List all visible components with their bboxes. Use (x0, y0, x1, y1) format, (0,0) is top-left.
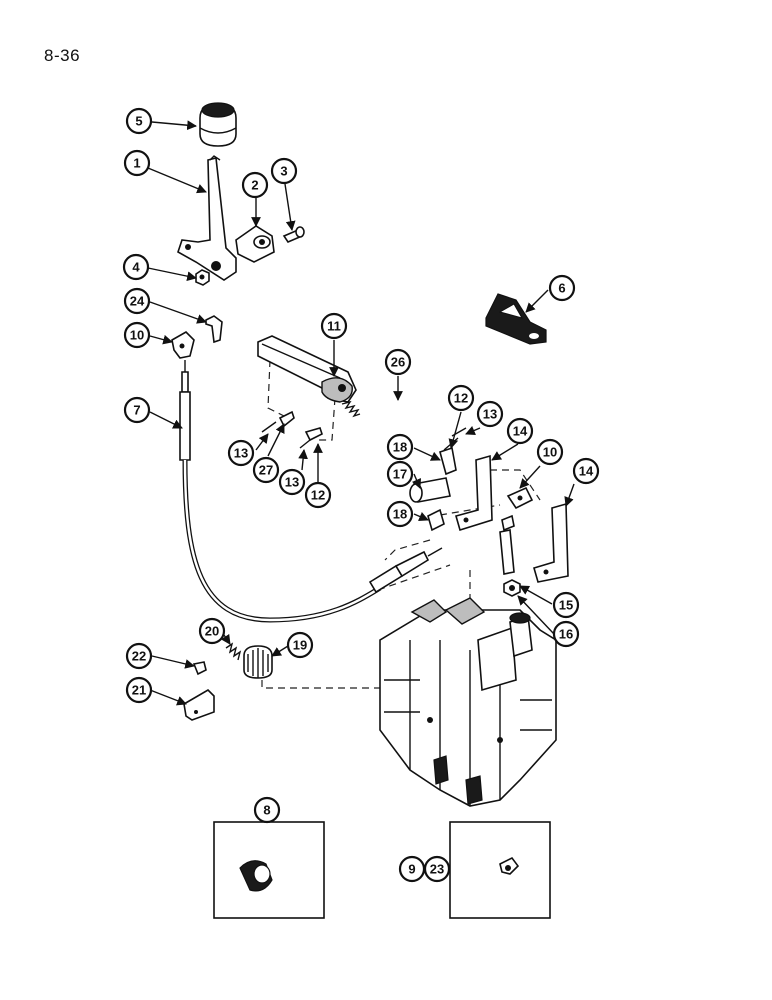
svg-text:15: 15 (559, 598, 573, 613)
bracket-part-14-right (533, 502, 569, 583)
knob-part-19 (243, 645, 273, 679)
svg-text:11: 11 (327, 319, 341, 334)
svg-text:12: 12 (311, 488, 325, 503)
svg-text:14: 14 (579, 464, 594, 479)
svg-text:13: 13 (285, 475, 299, 490)
inset-box-9-23 (449, 821, 551, 919)
callout-6: 6 (548, 274, 576, 302)
bracket-part-14-left (455, 454, 493, 532)
callout-5: 5 (125, 107, 153, 135)
pin-part-24 (205, 315, 223, 344)
svg-text:19: 19 (293, 638, 307, 653)
svg-text:7: 7 (133, 403, 140, 418)
svg-text:16: 16 (559, 627, 573, 642)
bracket-part-21 (183, 688, 215, 721)
cable-part-7 (179, 360, 443, 623)
callout-4: 4 (122, 253, 150, 281)
bushing-part-2 (235, 225, 275, 263)
svg-text:27: 27 (259, 463, 273, 478)
callout-8: 8 (253, 796, 281, 824)
bracket-part-6 (485, 293, 547, 345)
svg-text:24: 24 (130, 294, 145, 309)
callout-15: 15 (552, 591, 580, 619)
svg-text:17: 17 (393, 467, 407, 482)
callout-12-left: 12 (304, 481, 332, 509)
svg-text:12: 12 (454, 391, 468, 406)
callout-18-bottom: 18 (386, 500, 414, 528)
svg-text:5: 5 (135, 114, 142, 129)
callout-18-top: 18 (386, 433, 414, 461)
svg-text:9: 9 (408, 862, 415, 877)
svg-text:23: 23 (430, 862, 444, 877)
right-pins (409, 427, 467, 532)
callout-16: 16 (552, 620, 580, 648)
callout-9: 9 (398, 855, 426, 883)
callout-11: 11 (320, 312, 348, 340)
svg-text:18: 18 (393, 440, 407, 455)
svg-text:13: 13 (483, 407, 497, 422)
callout-21: 21 (125, 676, 153, 704)
clevis-part-10-right (501, 486, 534, 532)
svg-text:10: 10 (130, 328, 144, 343)
callout-22: 22 (125, 642, 153, 670)
callout-19: 19 (286, 631, 314, 659)
callout-23: 23 (423, 855, 451, 883)
svg-text:3: 3 (280, 164, 287, 179)
svg-text:14: 14 (513, 424, 528, 439)
svg-text:18: 18 (393, 507, 407, 522)
page-number: 8-36 (44, 46, 81, 65)
knob-part-5 (199, 102, 237, 147)
svg-text:6: 6 (558, 281, 565, 296)
svg-text:13: 13 (234, 446, 248, 461)
svg-text:26: 26 (391, 355, 405, 370)
screw-part-22 (192, 661, 207, 676)
callout-27: 27 (252, 456, 280, 484)
callout-14-left: 14 (506, 417, 534, 445)
callout-10-right: 10 (536, 438, 564, 466)
svg-text:2: 2 (251, 178, 258, 193)
spring-part-20 (225, 642, 242, 661)
callout-10-left: 10 (123, 321, 151, 349)
callout-7: 7 (123, 396, 151, 424)
inset-box-8 (213, 821, 325, 919)
nut-part-16 (503, 579, 521, 597)
svg-text:4: 4 (132, 260, 140, 275)
screw-part-3 (282, 226, 305, 243)
svg-text:8: 8 (263, 803, 270, 818)
callout-13-left: 13 (227, 439, 255, 467)
callout-13-middle: 13 (278, 468, 306, 496)
callout-14-right: 14 (572, 457, 600, 485)
callout-2: 2 (241, 171, 269, 199)
lever-bar-part-11 (257, 335, 357, 403)
lever-part-1 (177, 155, 237, 281)
svg-text:22: 22 (132, 649, 146, 664)
nut-part-4 (195, 269, 210, 286)
callout-3: 3 (270, 157, 298, 185)
svg-text:21: 21 (132, 683, 146, 698)
callout-1: 1 (123, 149, 151, 177)
svg-text:20: 20 (205, 624, 219, 639)
leader-lines (147, 120, 575, 822)
control-valve-body (379, 597, 557, 807)
pins-under-lever (261, 410, 323, 449)
svg-text:1: 1 (133, 156, 140, 171)
callout-24: 24 (123, 287, 151, 315)
svg-text:10: 10 (543, 445, 557, 460)
callout-17: 17 (386, 460, 414, 488)
spring-part-26 (341, 400, 361, 418)
callout-12-right: 12 (447, 384, 475, 412)
callout-26: 26 (384, 348, 412, 376)
rod-part-15 (499, 529, 515, 575)
callout-20: 20 (198, 617, 226, 645)
clevis-part-10-left (171, 331, 195, 359)
callout-13-right: 13 (476, 400, 504, 428)
